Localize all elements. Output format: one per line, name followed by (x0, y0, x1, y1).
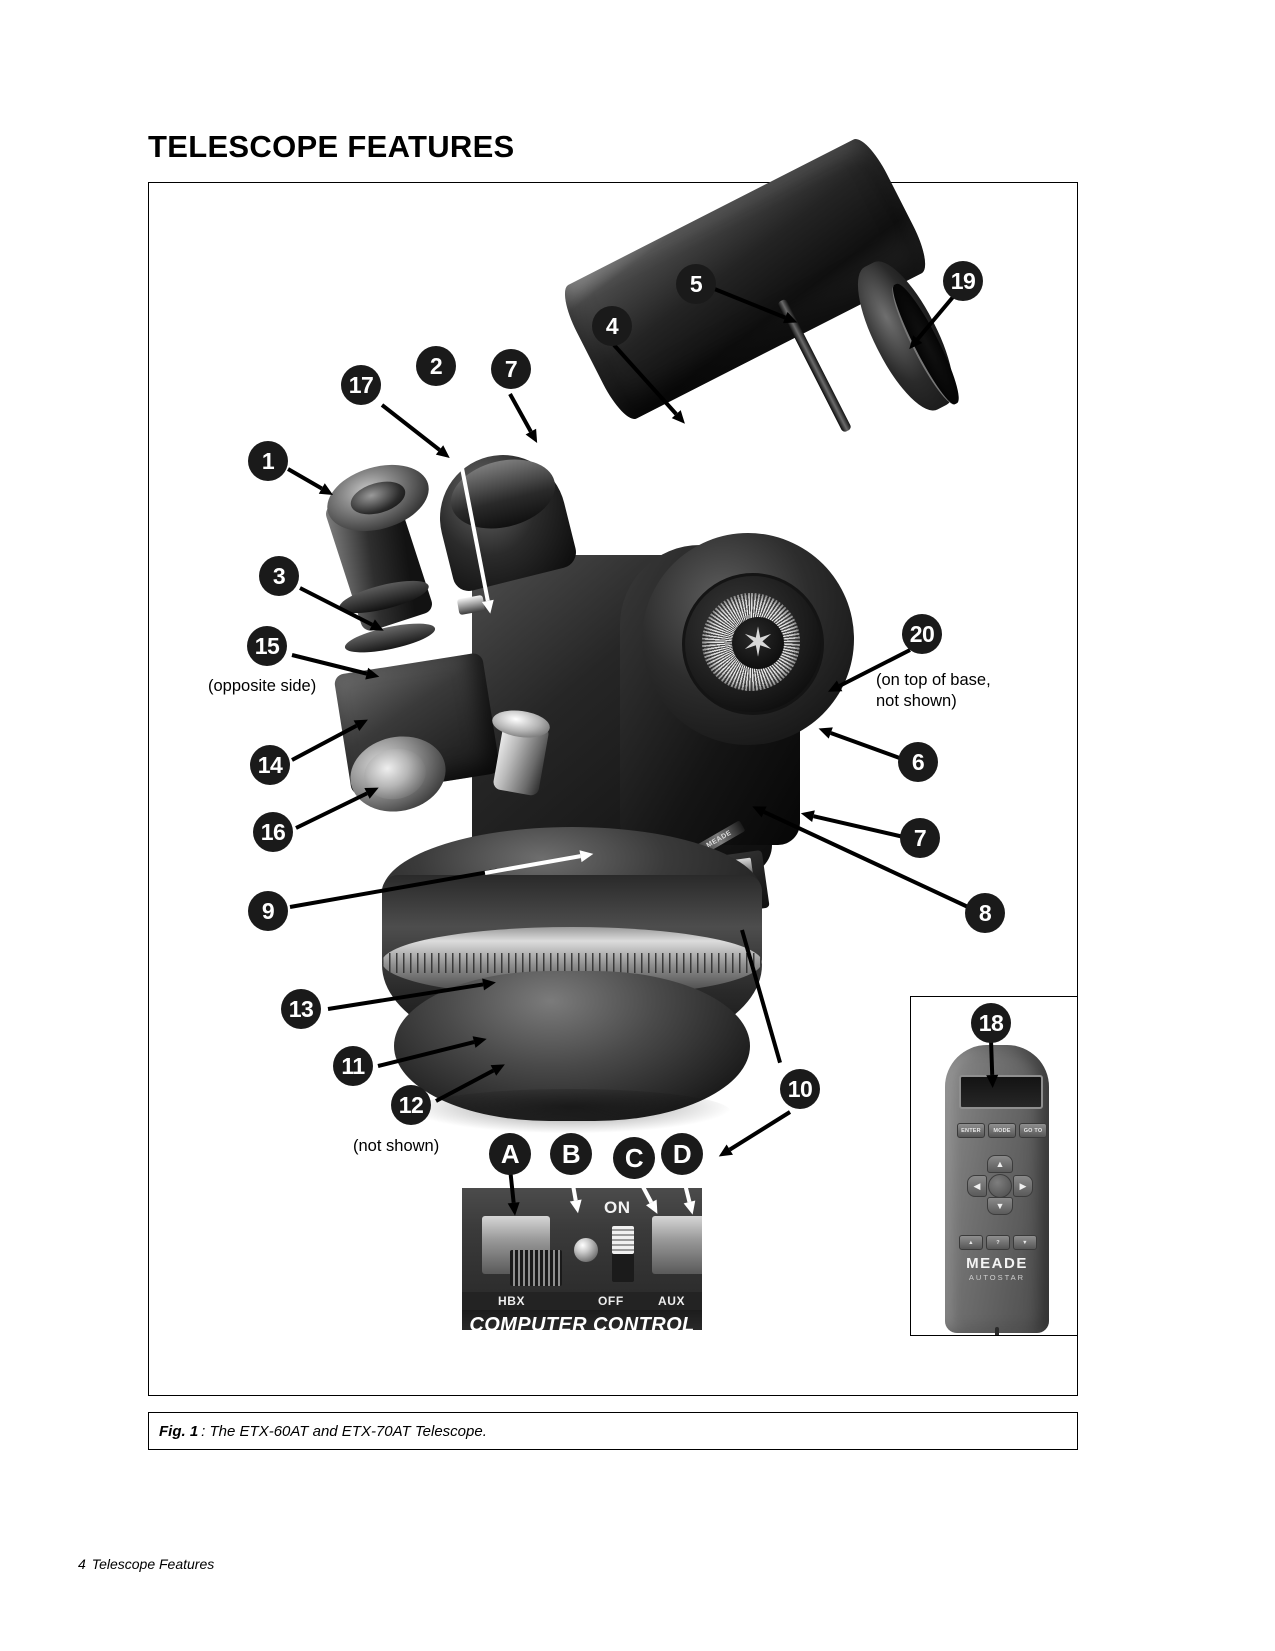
autostar-arrow-keypad: ▲ ▼ ◀ ▶ (967, 1155, 1033, 1215)
autostar-lcd-display (959, 1075, 1043, 1109)
callout-9[interactable]: 9 (248, 891, 288, 931)
base-shadow (410, 1089, 730, 1133)
arrow-down-icon[interactable]: ▼ (987, 1197, 1013, 1215)
callout-A[interactable]: A (489, 1133, 531, 1175)
caption-separator: : (201, 1422, 206, 1440)
callout-7-upper[interactable]: 7 (491, 349, 531, 389)
autostar-goto-button[interactable]: GO TO (1019, 1123, 1047, 1138)
callout-12[interactable]: 12 (391, 1085, 431, 1125)
aux-jack[interactable] (652, 1216, 702, 1274)
caption-text: The ETX-60AT and ETX-70AT Telescope. (209, 1422, 487, 1440)
arrow-right-icon[interactable]: ▶ (1013, 1175, 1033, 1197)
callout-4[interactable]: 4 (592, 306, 632, 346)
callout-3[interactable]: 3 (259, 556, 299, 596)
hbx-label: HBX (498, 1294, 526, 1308)
setting-circle-ticks (382, 953, 762, 973)
annotation-on-top-of-base: (on top of base, not shown) (876, 671, 991, 711)
callout-B[interactable]: B (550, 1133, 592, 1175)
autostar-cord (995, 1327, 999, 1335)
off-label: OFF (598, 1294, 624, 1308)
callout-5[interactable]: 5 (676, 264, 716, 304)
callout-C[interactable]: C (613, 1137, 655, 1179)
power-led-indicator (574, 1238, 598, 1262)
footer-section-name: Telescope Features (91, 1556, 215, 1572)
aux-label: AUX (658, 1294, 686, 1308)
page-title: TELESCOPE FEATURES (148, 129, 515, 164)
callout-10[interactable]: 10 (780, 1069, 820, 1109)
star-emblem-icon: ✶ (732, 617, 784, 669)
callout-17[interactable]: 17 (341, 365, 381, 405)
autostar-mode-button[interactable]: MODE (988, 1123, 1016, 1138)
callout-20[interactable]: 20 (902, 614, 942, 654)
control-panel-label-strip: HBX OFF AUX (462, 1292, 702, 1310)
autostar-enter-button[interactable]: ENTER (957, 1123, 985, 1138)
callout-2[interactable]: 2 (416, 346, 456, 386)
callout-7-lower[interactable]: 7 (900, 818, 940, 858)
callout-6[interactable]: 6 (898, 742, 938, 782)
on-label: ON (604, 1198, 631, 1217)
autostar-handbox-photo: ENTER MODE GO TO ▲ ▼ ◀ ▶ ▲ ? ▼ MEADE AUT… (910, 996, 1078, 1336)
computer-control-panel-photo: ON HBX OFF AUX COMPUTER CONTROL (462, 1188, 702, 1330)
autostar-scroll-down-button[interactable]: ▼ (1013, 1235, 1037, 1250)
hbx-jack[interactable] (482, 1216, 562, 1286)
telescope-photograph: ✶ MEADE COMPUTER (290, 133, 970, 1145)
page-footer: 4 Telescope Features (78, 1556, 214, 1572)
callout-14[interactable]: 14 (250, 745, 290, 785)
autostar-sub-brand-text: AUTOSTAR (968, 1273, 1026, 1282)
callout-D[interactable]: D (661, 1133, 703, 1175)
callout-18[interactable]: 18 (971, 1003, 1011, 1043)
caption-fig-label: Fig. 1 (159, 1422, 199, 1440)
computer-control-banner: COMPUTER CONTROL (462, 1310, 702, 1330)
autostar-scroll-up-button[interactable]: ▲ (959, 1235, 983, 1250)
annotation-opposite-side: (opposite side) (208, 677, 317, 695)
footer-page-number: 4 (78, 1556, 86, 1572)
autostar-help-button[interactable]: ? (986, 1235, 1010, 1250)
callout-11[interactable]: 11 (333, 1046, 373, 1086)
hbx-jack-pins (510, 1250, 562, 1286)
callout-8[interactable]: 8 (965, 893, 1005, 933)
callout-19[interactable]: 19 (943, 261, 983, 301)
callout-13[interactable]: 13 (281, 989, 321, 1029)
autostar-brand-text: MEADE (966, 1255, 1028, 1272)
callout-16[interactable]: 16 (253, 812, 293, 852)
arrow-up-icon[interactable]: ▲ (987, 1155, 1013, 1173)
callout-1[interactable]: 1 (248, 441, 288, 481)
annotation-not-shown: (not shown) (353, 1137, 440, 1155)
callout-15[interactable]: 15 (247, 626, 287, 666)
figure-caption: Fig. 1: The ETX-60AT and ETX-70AT Telesc… (148, 1412, 1078, 1450)
power-switch-lever[interactable] (612, 1226, 634, 1254)
figure-frame (148, 182, 1078, 1396)
leader-line-18 (986, 1039, 999, 1089)
arrow-left-icon[interactable]: ◀ (967, 1175, 987, 1197)
autostar-keypad-center (988, 1174, 1012, 1198)
